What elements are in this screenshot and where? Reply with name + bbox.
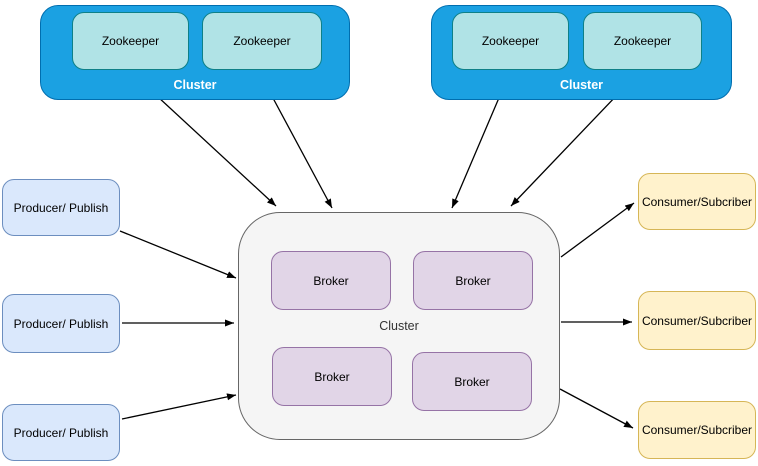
consumer-node[interactable]: Consumer/Subcriber <box>638 173 756 230</box>
producer-node[interactable]: Producer/ Publish <box>2 404 120 461</box>
consumer-label: Consumer/Subcriber <box>641 313 753 328</box>
producer-arrow[interactable] <box>119 230 237 279</box>
zookeeper-cluster-2[interactable]: Zookeeper Zookeeper Cluster <box>431 5 732 100</box>
broker-node[interactable]: Broker <box>271 251 391 310</box>
producer-node[interactable]: Producer/ Publish <box>2 179 120 236</box>
broker-node[interactable]: Broker <box>272 347 392 406</box>
producer-node[interactable]: Producer/ Publish <box>2 294 120 353</box>
zookeeper-label: Zookeeper <box>481 34 540 48</box>
consumer-arrow[interactable] <box>559 388 634 429</box>
kafka-broker-cluster[interactable]: Broker Broker Cluster Broker Broker <box>238 212 560 440</box>
producer-arrow[interactable] <box>121 393 237 420</box>
consumer-node[interactable]: Consumer/Subcriber <box>638 401 756 459</box>
zookeeper-node[interactable]: Zookeeper <box>583 12 702 70</box>
zookeeper-node[interactable]: Zookeeper <box>452 12 569 70</box>
cluster-label: Cluster <box>559 78 604 92</box>
zookeeper-node[interactable]: Zookeeper <box>72 12 189 70</box>
broker-label: Broker <box>454 374 490 389</box>
broker-node[interactable]: Broker <box>413 251 533 310</box>
zookeeper-node[interactable]: Zookeeper <box>202 12 322 70</box>
consumer-label: Consumer/Subcriber <box>641 194 753 209</box>
broker-label: Broker <box>455 273 491 288</box>
zookeeper-cluster-1[interactable]: Zookeeper Zookeeper Cluster <box>40 5 350 100</box>
broker-node[interactable]: Broker <box>412 352 532 411</box>
broker-label: Broker <box>313 273 349 288</box>
producer-label: Producer/ Publish <box>13 425 109 440</box>
consumer-label: Consumer/Subcriber <box>641 423 753 437</box>
broker-label: Broker <box>314 369 350 384</box>
producer-label: Producer/ Publish <box>13 316 109 331</box>
zookeeper-label: Zookeeper <box>613 34 672 48</box>
consumer-node[interactable]: Consumer/Subcriber <box>638 291 756 350</box>
consumer-arrow[interactable] <box>560 202 635 258</box>
cluster-label: Cluster <box>379 319 419 333</box>
cluster-label: Cluster <box>173 78 217 92</box>
zookeeper-label: Zookeeper <box>101 34 160 48</box>
zookeeper-label: Zookeeper <box>233 34 291 48</box>
producer-label: Producer/ Publish <box>13 200 109 215</box>
